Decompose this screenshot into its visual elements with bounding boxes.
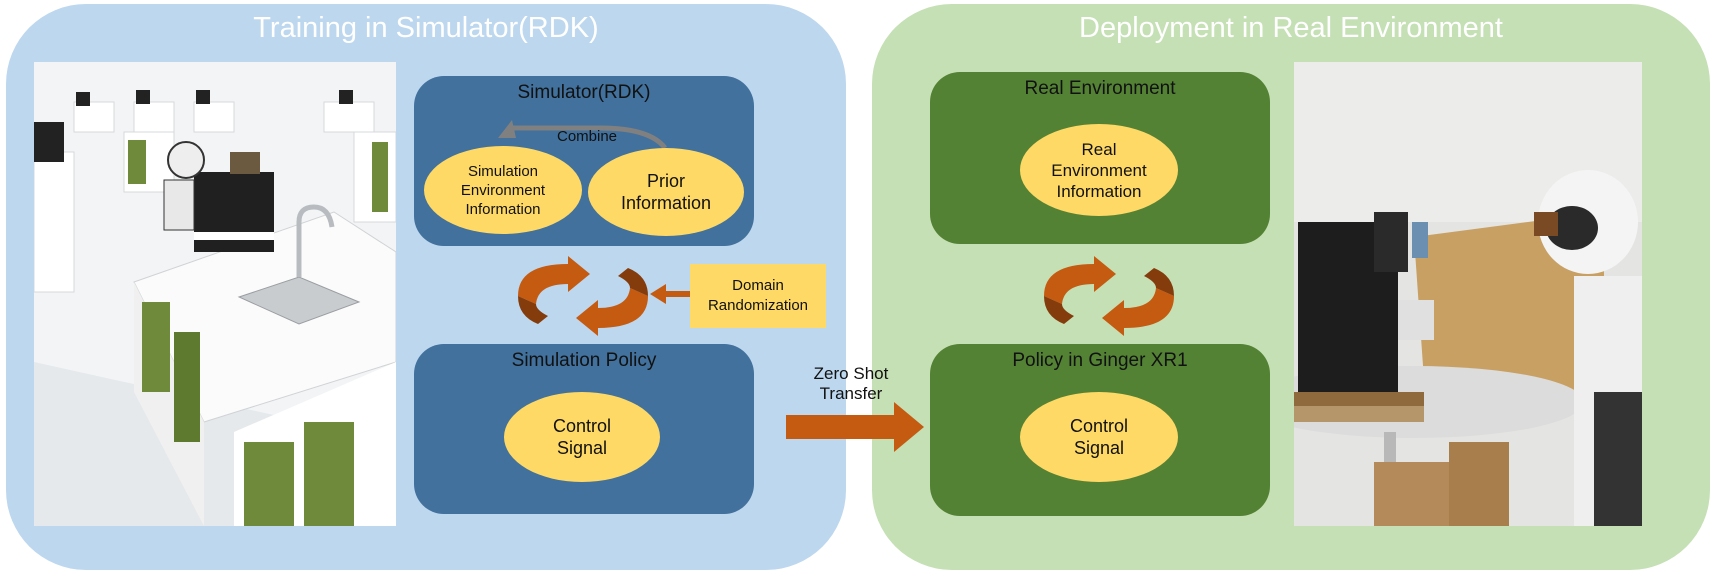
simulator-scene-image [34, 62, 396, 526]
zero-shot-transfer-label: Zero Shot Transfer [813, 364, 889, 403]
simulation-environment-information-ellipse: Simulation Environment Information [424, 146, 582, 234]
deployment-cycle-icon [1044, 256, 1174, 336]
real-environment-photo [1294, 62, 1642, 526]
zero-shot-transfer-arrow [786, 402, 924, 452]
real-control-signal-ellipse: Control Signal [1020, 392, 1178, 482]
simulation-policy-title: Simulation Policy [511, 350, 657, 371]
deployment-panel-title: Deployment in Real Environment [1079, 12, 1503, 44]
combine-label: Combine [556, 128, 618, 145]
real-environment-title: Real Environment [1024, 78, 1176, 99]
training-cycle-icon [518, 256, 648, 336]
domain-randomization-arrow [650, 284, 690, 304]
simulation-control-signal-ellipse: Control Signal [504, 392, 660, 482]
training-panel-title: Training in Simulator(RDK) [253, 12, 599, 44]
prior-information-ellipse: Prior Information [588, 148, 744, 236]
combine-arrow [498, 120, 667, 150]
simulator-box-title: Simulator(RDK) [517, 82, 651, 103]
domain-randomization-box: Domain Randomization [690, 264, 826, 328]
real-environment-information-ellipse: Real Environment Information [1020, 124, 1178, 216]
policy-ginger-title: Policy in Ginger XR1 [1012, 350, 1188, 371]
